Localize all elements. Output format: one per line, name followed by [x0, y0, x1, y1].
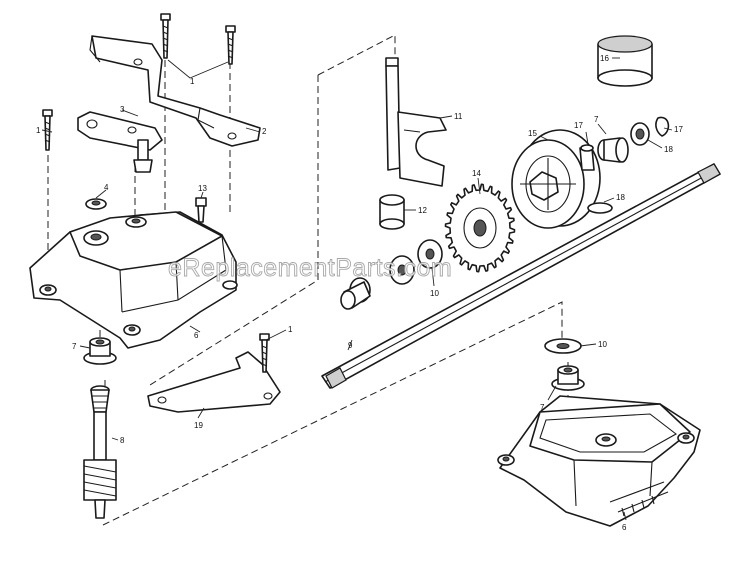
callout-4: 4 [104, 183, 109, 192]
callout-13: 13 [198, 184, 207, 193]
callout-17-right: 17 [674, 125, 683, 134]
callout-11: 11 [454, 112, 463, 121]
callout-7-upper: 7 [594, 115, 599, 124]
callout-1-bottom: 1 [288, 325, 293, 334]
part-17-clip-a [579, 144, 595, 171]
part-1-screw-bottom [259, 333, 270, 373]
part-3-shift-arm [77, 111, 163, 173]
callout-2: 2 [262, 127, 267, 136]
part-6-housing-lower [497, 395, 701, 527]
callout-7-lower: 7 [540, 403, 545, 412]
callout-1-left: 1 [36, 126, 41, 135]
part-13-bolt [195, 197, 207, 223]
part-1-screws-top [160, 13, 236, 65]
callout-18-mid: 18 [616, 193, 625, 202]
part-17-clip-b [655, 116, 670, 137]
part-7-bushing-upper [597, 137, 629, 163]
callout-9: 9 [348, 341, 353, 350]
part-11-shift-fork [385, 57, 447, 187]
callout-6-upper: 6 [194, 331, 199, 340]
callout-1-top: 1 [190, 77, 195, 86]
part-10-washer-lower [544, 338, 582, 354]
callout-19-plate: 19 [194, 421, 203, 430]
part-18-washer [587, 122, 650, 214]
callout-10-axle: 10 [430, 289, 439, 298]
callout-12: 12 [418, 206, 427, 215]
part-10-washers [389, 239, 443, 285]
part-7-bushing-lower [551, 365, 585, 391]
callout-17-left: 17 [574, 121, 583, 130]
part-16-sleeve [597, 35, 653, 87]
callout-14: 14 [472, 169, 481, 178]
watermark: eReplacementParts.com [168, 254, 452, 282]
part-bearing-axle [340, 277, 371, 310]
part-6-housing-upper [29, 211, 238, 349]
callout-6-lower: 6 [622, 523, 627, 532]
part-2-bracket [89, 35, 261, 147]
part-8-worm-shaft [83, 385, 117, 519]
part-14-gear [444, 183, 516, 273]
leader-lines [41, 57, 673, 521]
part-12-collar [379, 194, 405, 230]
part-19-plate [147, 351, 281, 413]
part-7-bushing-left [83, 337, 117, 365]
callouts: 1 1 1 2 3 4 6 6 7 7 7 8 9 10 10 11 12 13… [36, 54, 683, 532]
part-9-axle [321, 163, 721, 389]
part-4-washer [85, 198, 107, 210]
callout-10-lower: 10 [598, 340, 607, 349]
callout-3: 3 [120, 105, 125, 114]
part-1-screw-left [42, 109, 53, 151]
callout-15: 15 [528, 129, 537, 138]
callout-16: 16 [600, 54, 609, 63]
callout-8: 8 [120, 436, 125, 445]
callout-18-right: 18 [664, 145, 673, 154]
callout-7-left: 7 [72, 342, 77, 351]
